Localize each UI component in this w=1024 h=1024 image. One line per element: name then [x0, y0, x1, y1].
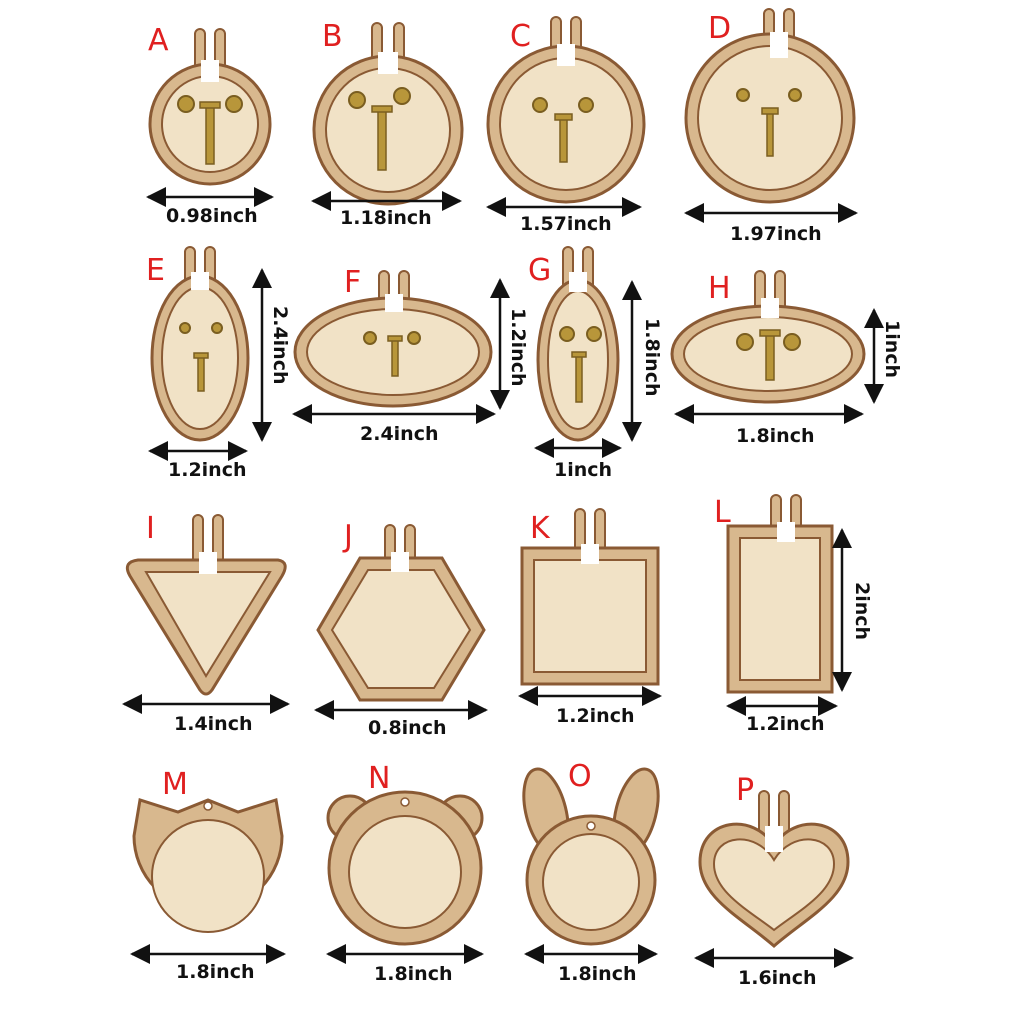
height-h: 1inch [881, 320, 903, 379]
label-f: F [344, 265, 362, 300]
width-g: 1inch [554, 459, 613, 481]
width-i: 1.4inch [174, 713, 253, 735]
width-d: 1.97inch [730, 223, 822, 245]
label-g: G [528, 253, 552, 288]
label-l: L [714, 495, 731, 530]
label-m: M [162, 767, 188, 802]
height-l: 2inch [851, 582, 873, 641]
height-e: 2.4inch [269, 306, 291, 385]
label-k: K [530, 511, 550, 546]
width-e: 1.2inch [168, 459, 247, 481]
width-l: 1.2inch [746, 713, 825, 735]
width-a: 0.98inch [166, 205, 258, 227]
width-m: 1.8inch [176, 961, 255, 983]
height-g: 1.8inch [641, 318, 663, 397]
label-h: H [708, 271, 731, 306]
label-e: E [146, 253, 165, 288]
frame-e-shape [150, 246, 250, 442]
frame-i-shape [125, 514, 287, 696]
width-j: 0.8inch [368, 717, 447, 739]
width-p: 1.6inch [738, 967, 817, 989]
height-f: 1.2inch [507, 308, 529, 387]
label-b: B [322, 19, 343, 54]
frame-p-shape [698, 790, 850, 948]
width-o: 1.8inch [558, 963, 637, 985]
frame-m-shape [132, 798, 284, 933]
frame-c-shape [486, 16, 646, 204]
label-c: C [510, 19, 531, 54]
frame-f-shape [293, 270, 493, 408]
width-h: 1.8inch [736, 425, 815, 447]
frame-j-shape [316, 524, 486, 702]
label-i: I [146, 511, 155, 546]
frame-k-shape [520, 508, 660, 686]
width-f: 2.4inch [360, 423, 439, 445]
frame-l-shape [726, 494, 834, 694]
width-n: 1.8inch [374, 963, 453, 985]
width-c: 1.57inch [520, 213, 612, 235]
frame-d-shape [684, 8, 856, 204]
label-d: D [708, 11, 732, 46]
label-p: P [736, 773, 755, 808]
label-a: A [148, 23, 169, 58]
frame-n-shape [326, 790, 484, 946]
label-o: O [568, 759, 592, 794]
label-j: J [344, 519, 353, 554]
label-n: N [368, 761, 391, 796]
width-b: 1.18inch [340, 207, 432, 229]
frame-b-shape [312, 22, 464, 206]
frame-a-shape [148, 28, 272, 186]
frame-g-shape [536, 246, 620, 442]
width-k: 1.2inch [556, 705, 635, 727]
frame-o-shape [522, 767, 660, 946]
frame-h-shape [670, 270, 866, 404]
